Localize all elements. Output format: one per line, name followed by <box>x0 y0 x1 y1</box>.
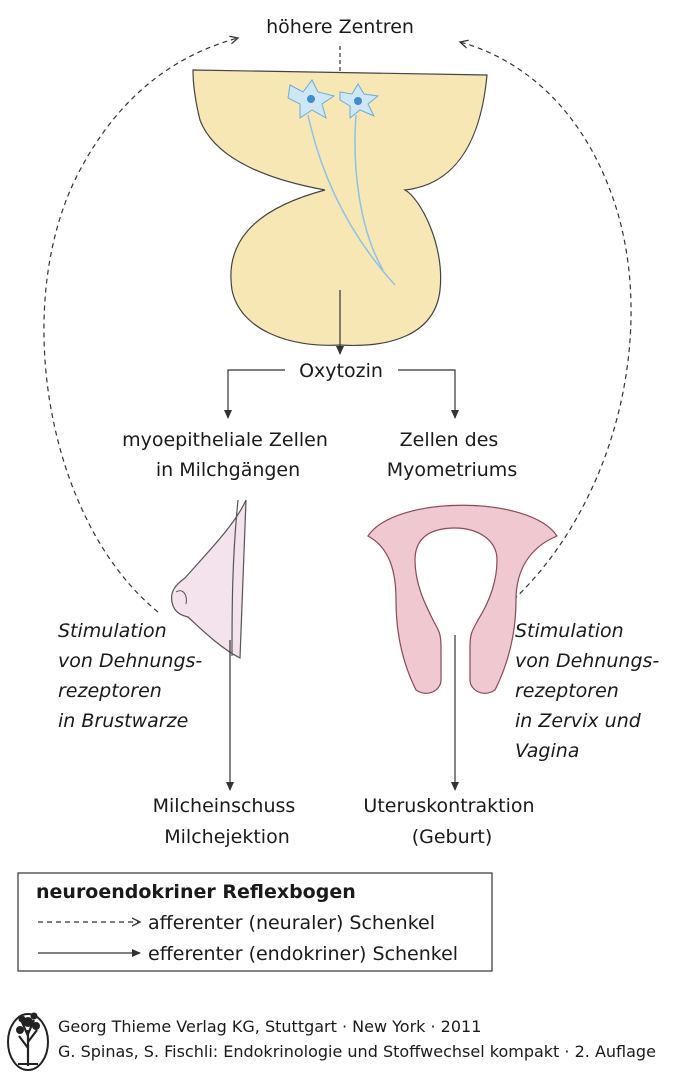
efferent-branch-right <box>398 369 459 419</box>
neuron-cells <box>287 79 396 286</box>
uterine-contraction-label: Uteruskontraktion (Geburt) <box>363 795 540 848</box>
myoepithelial-cells-label: myoepitheliale Zellen in Milchgängen <box>122 429 334 481</box>
footer-publisher: Georg Thieme Verlag KG, Stuttgart · New … <box>58 1017 481 1036</box>
efferent-branch-left <box>224 369 285 419</box>
legend-title: neuroendokriner Reflexbogen <box>36 881 356 903</box>
legend-efferent-label: efferenter (endokriner) Schenkel <box>148 943 458 965</box>
milk-ejection-label: Milcheinschuss Milchejektion <box>153 795 302 848</box>
uterus-illustration <box>367 504 558 694</box>
hypothalamus-pituitary-shape <box>192 69 488 347</box>
myometrium-cells-label: Zellen des Myometriums <box>387 429 517 481</box>
nipple-stimulus-label: Stimulation von Dehnungs- rezeptoren in … <box>58 620 208 732</box>
afferent-arc-left <box>43 38 238 613</box>
afferent-arc-right <box>460 42 632 613</box>
higher-centers-label: höhere Zentren <box>266 16 414 38</box>
cervix-stimulus-label: Stimulation von Dehnungs- rezeptoren in … <box>515 620 665 762</box>
oxytocin-label: Oxytozin <box>299 360 383 382</box>
legend: neuroendokriner Reflexbogen afferenter (… <box>17 872 493 972</box>
footer-citation: G. Spinas, S. Fischli: Endokrinologie un… <box>58 1042 656 1061</box>
legend-afferent-label: afferenter (neuraler) Schenkel <box>148 912 435 934</box>
breast-illustration <box>170 499 247 659</box>
publisher-logo <box>7 1012 49 1071</box>
